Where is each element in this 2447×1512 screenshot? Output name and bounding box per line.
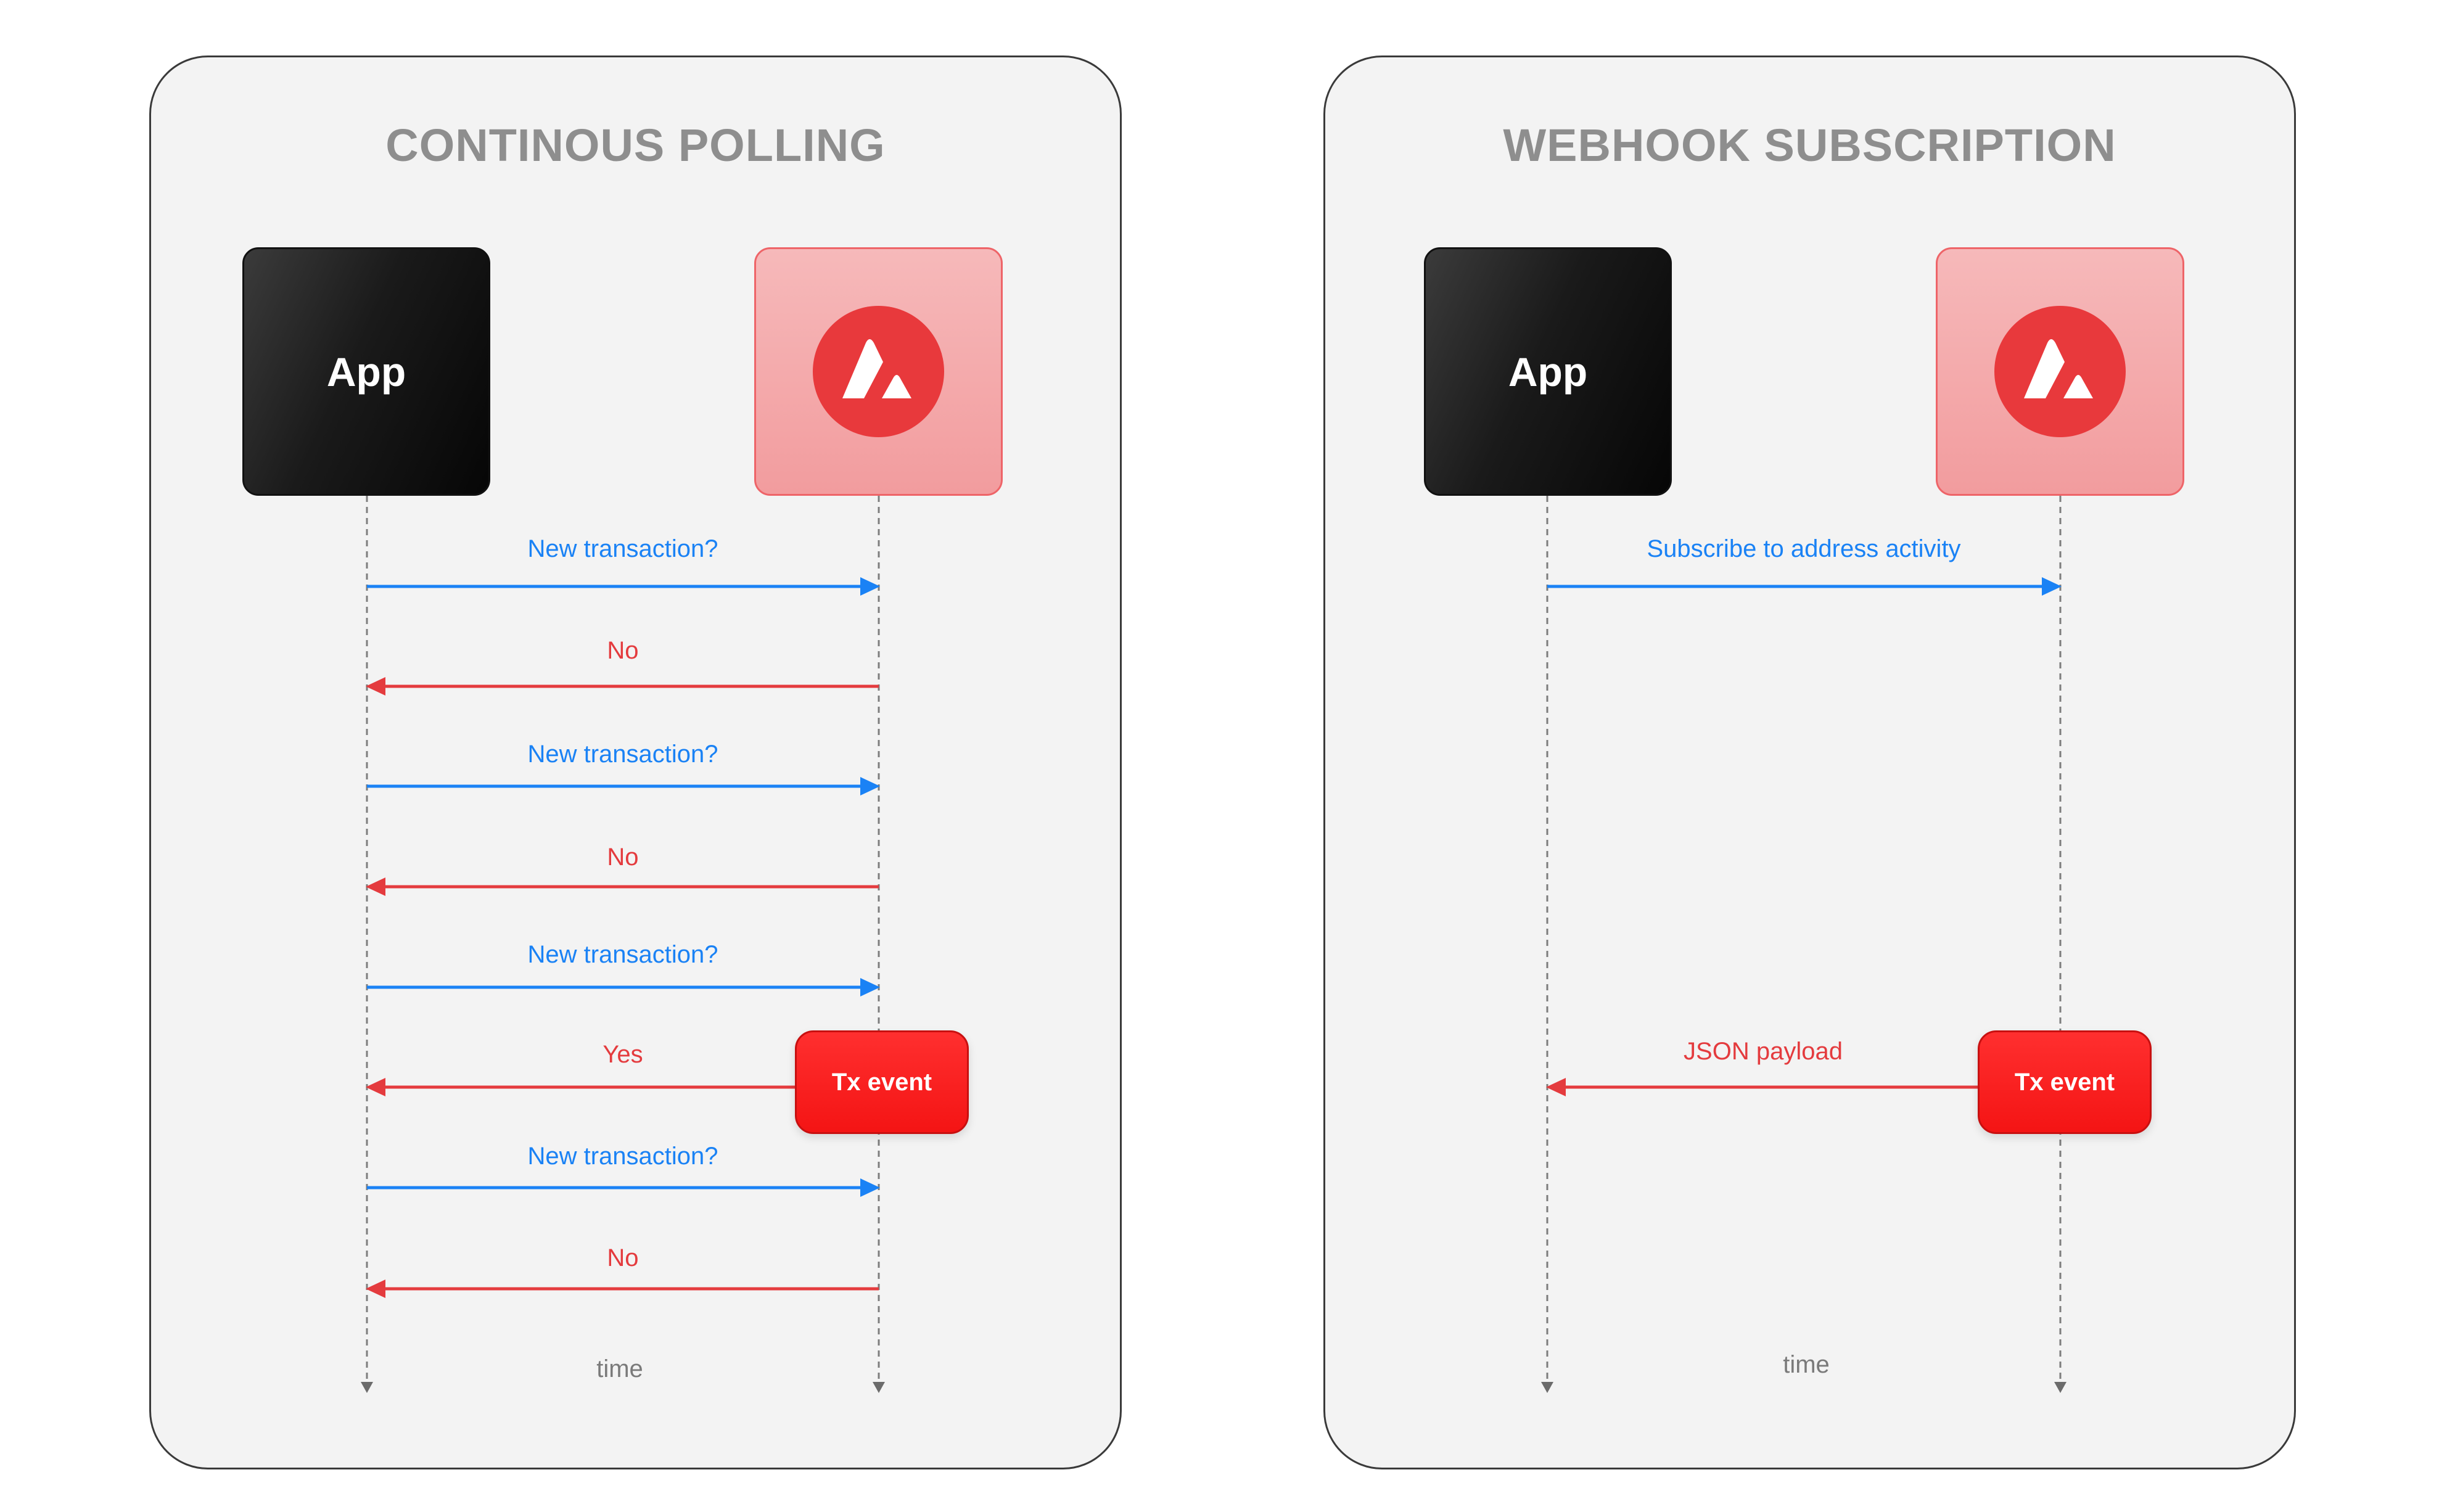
avalanche-logo-icon [1994, 306, 2126, 437]
avalanche-logo-icon [813, 306, 944, 437]
message-label: Yes [602, 1041, 643, 1068]
message-label: New transaction? [527, 741, 718, 768]
app-label: App [1508, 348, 1588, 395]
polling-panel: CONTINOUS POLLING [149, 55, 1122, 1469]
tx-event-label: Tx event [831, 1068, 932, 1096]
provider-lifeline-arrow-icon [873, 1382, 885, 1393]
request-arrowhead-icon [860, 577, 880, 596]
webhook-panel: WEBHOOK SUBSCRIPTION App Subscribe to ad… [1323, 55, 2296, 1469]
avalanche-node [1936, 247, 2184, 496]
app-label: App [326, 348, 406, 395]
time-label: time [596, 1355, 643, 1383]
response-arrowhead-icon [366, 1078, 385, 1096]
tx-event-node: Tx event [795, 1030, 969, 1134]
polling-sequence-lines [361, 496, 885, 1393]
message-label: Subscribe to address activity [1647, 535, 1961, 562]
provider-lifeline-arrow-icon [2054, 1382, 2067, 1393]
response-arrowhead-icon [366, 1280, 385, 1298]
app-lifeline-arrow-icon [1541, 1382, 1553, 1393]
tx-event-node: Tx event [1978, 1030, 2152, 1134]
message-label: JSON payload [1684, 1038, 1843, 1065]
time-label: time [1783, 1351, 1830, 1378]
response-arrowhead-icon [366, 877, 385, 896]
response-arrowhead-icon [1546, 1078, 1566, 1096]
app-lifeline-arrow-icon [361, 1382, 373, 1393]
panel-title: CONTINOUS POLLING [385, 120, 886, 171]
message-label: No [607, 1244, 639, 1272]
webhook-sequence-lines [1541, 496, 2067, 1393]
message-label: No [607, 844, 639, 871]
request-arrowhead-icon [860, 978, 880, 996]
message-label: New transaction? [527, 535, 718, 562]
message-label: No [607, 637, 639, 664]
app-node: App [1424, 247, 1672, 496]
request-arrowhead-icon [860, 777, 880, 795]
message-label: New transaction? [527, 1143, 718, 1170]
message-label: New transaction? [527, 941, 718, 968]
avalanche-node [754, 247, 1003, 496]
request-arrowhead-icon [860, 1178, 880, 1197]
tx-event-label: Tx event [2014, 1068, 2115, 1096]
app-node: App [242, 247, 490, 496]
panel-title: WEBHOOK SUBSCRIPTION [1503, 120, 2116, 171]
request-arrowhead-icon [2042, 577, 2062, 596]
response-arrowhead-icon [366, 677, 385, 696]
